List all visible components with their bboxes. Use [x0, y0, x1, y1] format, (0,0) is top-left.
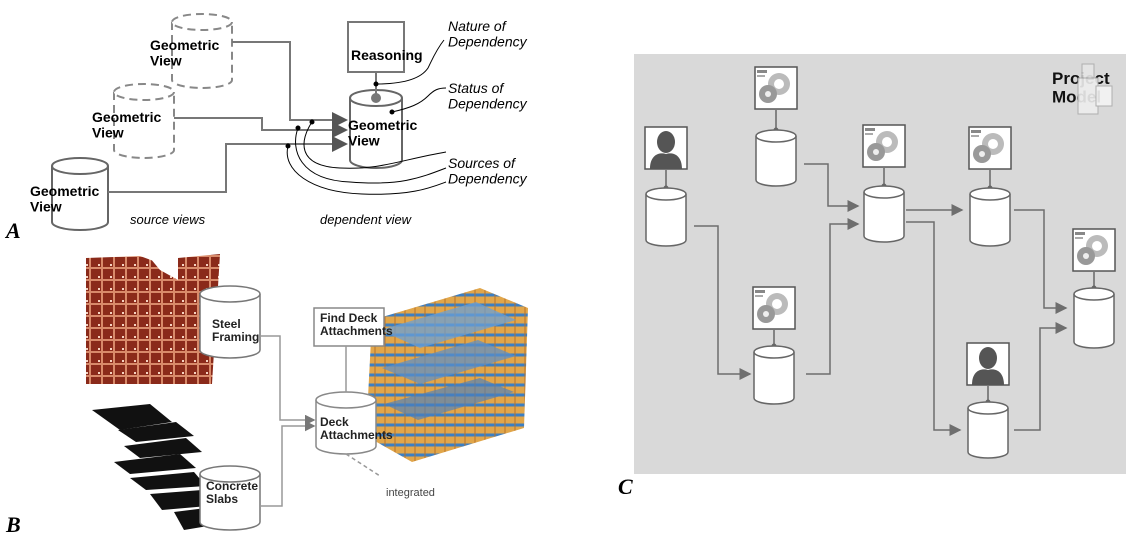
caption-dependent-view: dependent view	[320, 212, 413, 227]
integrated-label: integrated	[386, 487, 435, 499]
panel-c-diagram: ProjectModel	[634, 54, 1126, 474]
reasoning-box: Reasoning	[347, 21, 423, 73]
gear-node-lower	[752, 286, 796, 405]
panel-c-letter: C	[618, 474, 633, 499]
panel-c-connectors	[694, 163, 1068, 436]
gear-node-final	[1072, 228, 1116, 349]
steel-framing-image	[86, 254, 220, 384]
person-node-right	[966, 342, 1010, 459]
project-model-icon	[1077, 63, 1113, 115]
building-structure-image	[366, 288, 528, 462]
annotation-leaders	[285, 39, 447, 195]
person-node-left	[644, 126, 688, 247]
concrete-slabs-image	[92, 404, 208, 530]
source-connectors	[108, 41, 348, 193]
gear-node-center	[862, 124, 906, 243]
panel-c-background	[634, 54, 1126, 474]
panel-a-letter: A	[6, 218, 21, 243]
panel-b-connectors	[260, 335, 381, 507]
reasoning-label: Reasoning	[351, 47, 423, 63]
caption-source-views: source views	[130, 212, 206, 227]
panel-b-letter: B	[6, 512, 21, 537]
gear-node-top	[754, 66, 798, 187]
gear-node-right	[968, 126, 1012, 247]
